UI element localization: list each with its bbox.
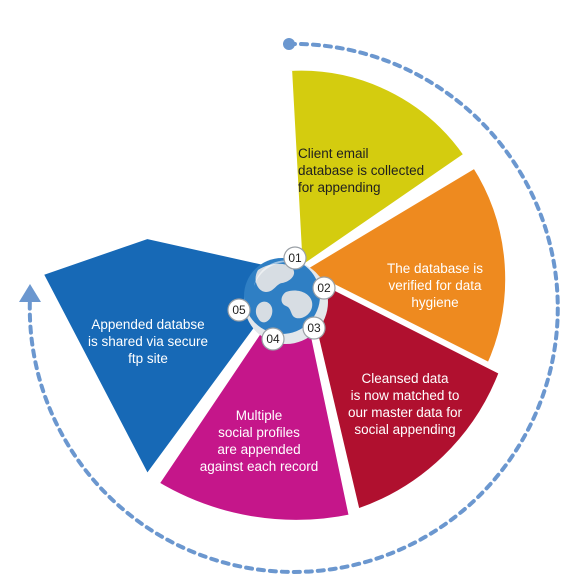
step-02-text: The database is verified for data hygiene [387,261,483,310]
step-05-line: ftp site [128,351,168,366]
badge-05: 05 [227,298,251,322]
segment-step-05 [35,232,306,484]
step-01-line: for appending [298,180,381,195]
badge-01-label: 01 [288,251,302,265]
step-04-text: Multiple social profiles are appended again… [200,408,319,474]
segment-step-02 [293,160,512,372]
step-01-line: Client email [298,146,369,161]
step-05-text: Appended databse is shared via secure ftp … [88,317,208,366]
step-01-line: database is collected [298,163,424,178]
dot-icon [283,38,295,50]
step-05-line: is shared via secure [88,334,208,349]
step-05-line: Appended databse [91,317,204,332]
step-02-line: The database is [387,261,483,276]
step-02-line: hygiene [411,295,458,310]
step-03-line: Cleansed data [361,371,449,386]
badge-02: 02 [312,276,336,300]
badge-05-label: 05 [232,303,246,317]
step-04-line: Multiple [236,408,283,423]
badge-03: 03 [302,316,326,340]
globe-icon [244,258,328,344]
step-04-line: against each record [200,459,319,474]
badge-01: 01 [283,246,307,270]
step-01-text: Client email database is collected for app… [298,146,424,195]
step-03-line: our master data for [348,405,463,420]
cycle-dashed-arrow [27,41,560,574]
step-03-text: Cleansed data is now matched to our master… [348,371,463,437]
step-03-line: social appending [354,422,455,437]
badge-04-label: 04 [266,332,280,346]
step-04-line: are appended [217,442,300,457]
badge-02-label: 02 [317,281,331,295]
step-02-line: verified for data [388,278,482,293]
badge-04: 04 [261,327,285,351]
segment-step-01 [285,64,472,276]
step-04-line: social profiles [218,425,300,440]
step-03-line: is now matched to [351,388,460,403]
triangle-arrow-icon [19,284,41,302]
segment-step-03 [295,264,506,516]
badge-03-label: 03 [307,321,321,335]
